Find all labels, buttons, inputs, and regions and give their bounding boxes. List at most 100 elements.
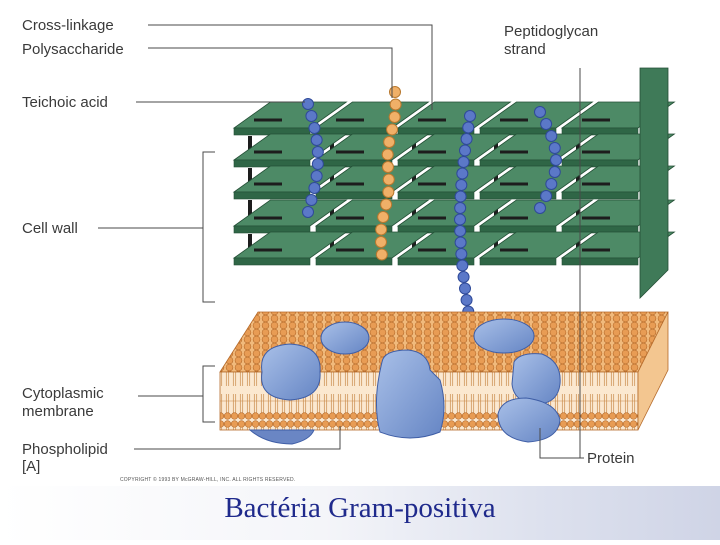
teichoic-bead: [383, 136, 396, 148]
peptidoglycan-strand-edge: [233, 191, 311, 200]
teichoic-bead: [308, 122, 321, 134]
label-cross-linkage: Cross-linkage: [22, 17, 114, 34]
peptidoglycan-strand-edge: [397, 257, 475, 266]
copyright-notice: COPYRIGHT © 1993 BY McGRAW-HILL, INC. AL…: [120, 476, 295, 483]
peptidoglycan-strand-edge: [561, 191, 639, 200]
teichoic-bead: [305, 110, 318, 122]
cross-link-peg: [412, 234, 416, 258]
teichoic-bead: [460, 133, 473, 145]
label-polysaccharide: Polysaccharide: [22, 41, 124, 58]
teichoic-bead: [464, 110, 476, 122]
teichoic-bead: [311, 146, 324, 158]
cross-link-peg: [494, 200, 498, 224]
teichoic-bead: [311, 158, 324, 170]
teichoic-bead: [462, 121, 475, 134]
teichoic-bead: [457, 271, 470, 283]
cross-link-peg: [330, 234, 334, 258]
teichoic-bead: [459, 144, 471, 157]
label-panel: [A]: [22, 458, 40, 475]
teichoic-bead: [548, 142, 561, 154]
teichoic-bead: [386, 123, 399, 136]
teichoic-bead: [305, 194, 318, 206]
teichoic-bead: [308, 182, 321, 194]
protein-blob: [511, 353, 561, 405]
teichoic-bead: [388, 111, 401, 123]
teichoic-bead: [550, 154, 562, 166]
teichoic-bead: [456, 167, 469, 180]
cross-link-peg: [248, 136, 252, 160]
peptidoglycan-strand-edge: [233, 257, 311, 266]
slide-caption: Bactéria Gram-positiva: [224, 492, 496, 524]
peptidoglycan-side-panel: [639, 67, 669, 299]
teichoic-bead: [454, 190, 467, 203]
label-peptidoglycan: Peptidoglycan: [504, 23, 598, 40]
teichoic-bead: [302, 98, 314, 110]
cross-link-peg: [576, 200, 580, 224]
teichoic-bead: [454, 213, 466, 226]
teichoic-bead: [455, 179, 468, 191]
teichoic-bead: [456, 259, 469, 272]
teichoic-bead: [460, 294, 473, 306]
teichoic-bead: [375, 248, 388, 261]
label-cell-wall: Cell wall: [22, 220, 78, 237]
teichoic-bead: [382, 173, 395, 186]
cross-link-peg: [576, 136, 580, 160]
label-strand: strand: [504, 41, 546, 58]
peptidoglycan-strand-edge: [479, 257, 557, 266]
teichoic-bead: [534, 202, 546, 214]
teichoic-bead: [459, 282, 471, 295]
cross-link-peg: [494, 234, 498, 258]
cross-link-peg: [576, 168, 580, 192]
cross-link-peg: [412, 136, 416, 160]
teichoic-bead: [548, 166, 561, 178]
peptidoglycan-strand-edge: [479, 191, 557, 200]
cross-link-peg: [248, 168, 252, 192]
protein-blob: [473, 318, 535, 354]
protein-blob: [261, 343, 321, 401]
cross-link-peg: [576, 234, 580, 258]
protein-blob: [320, 321, 370, 355]
teichoic-bead: [389, 86, 401, 98]
peptidoglycan-strand-edge: [561, 257, 639, 266]
teichoic-bead: [545, 130, 558, 142]
cross-link-peg: [494, 168, 498, 192]
teichoic-bead: [454, 225, 467, 237]
cross-link-peg: [494, 136, 498, 160]
teichoic-bead: [380, 198, 393, 211]
teichoic-bead: [454, 236, 467, 249]
cross-link-peg: [248, 200, 252, 224]
teichoic-bead: [540, 118, 553, 130]
teichoic-bead: [534, 106, 546, 118]
membrane-side-bilayer: [637, 311, 669, 431]
label-cytoplasmic: Cytoplasmic: [22, 385, 104, 402]
peptidoglycan-strand-edge: [315, 257, 393, 266]
teichoic-bead: [455, 248, 468, 260]
leader-lines: [98, 24, 584, 459]
cross-link-peg: [330, 168, 334, 192]
cross-link-peg: [330, 136, 334, 160]
teichoic-bead: [377, 211, 390, 223]
teichoic-bead: [310, 170, 323, 182]
teichoic-bead: [375, 236, 388, 248]
protein-blob: [497, 397, 561, 443]
teichoic-acid-chains: [302, 86, 562, 329]
membrane-proteins: [248, 318, 561, 445]
cross-link-peg: [330, 200, 334, 224]
protein-blob: [375, 349, 445, 439]
teichoic-bead: [382, 186, 395, 198]
label-teichoic-acid: Teichoic acid: [22, 94, 108, 111]
label-membrane: membrane: [22, 403, 94, 420]
peptidoglycan-strand-edge: [315, 191, 393, 200]
teichoic-bead: [454, 202, 467, 214]
teichoic-bead: [381, 161, 394, 173]
cell-wall-peptidoglycan-layers: [232, 67, 676, 299]
teichoic-bead: [389, 98, 402, 111]
peptidoglycan-strand-edge: [397, 191, 475, 200]
teichoic-bead: [310, 134, 323, 146]
protein-bottom-bump: [248, 429, 315, 445]
teichoic-bead: [302, 206, 314, 218]
cross-link-peg: [248, 234, 252, 258]
label-protein: Protein: [587, 450, 635, 467]
